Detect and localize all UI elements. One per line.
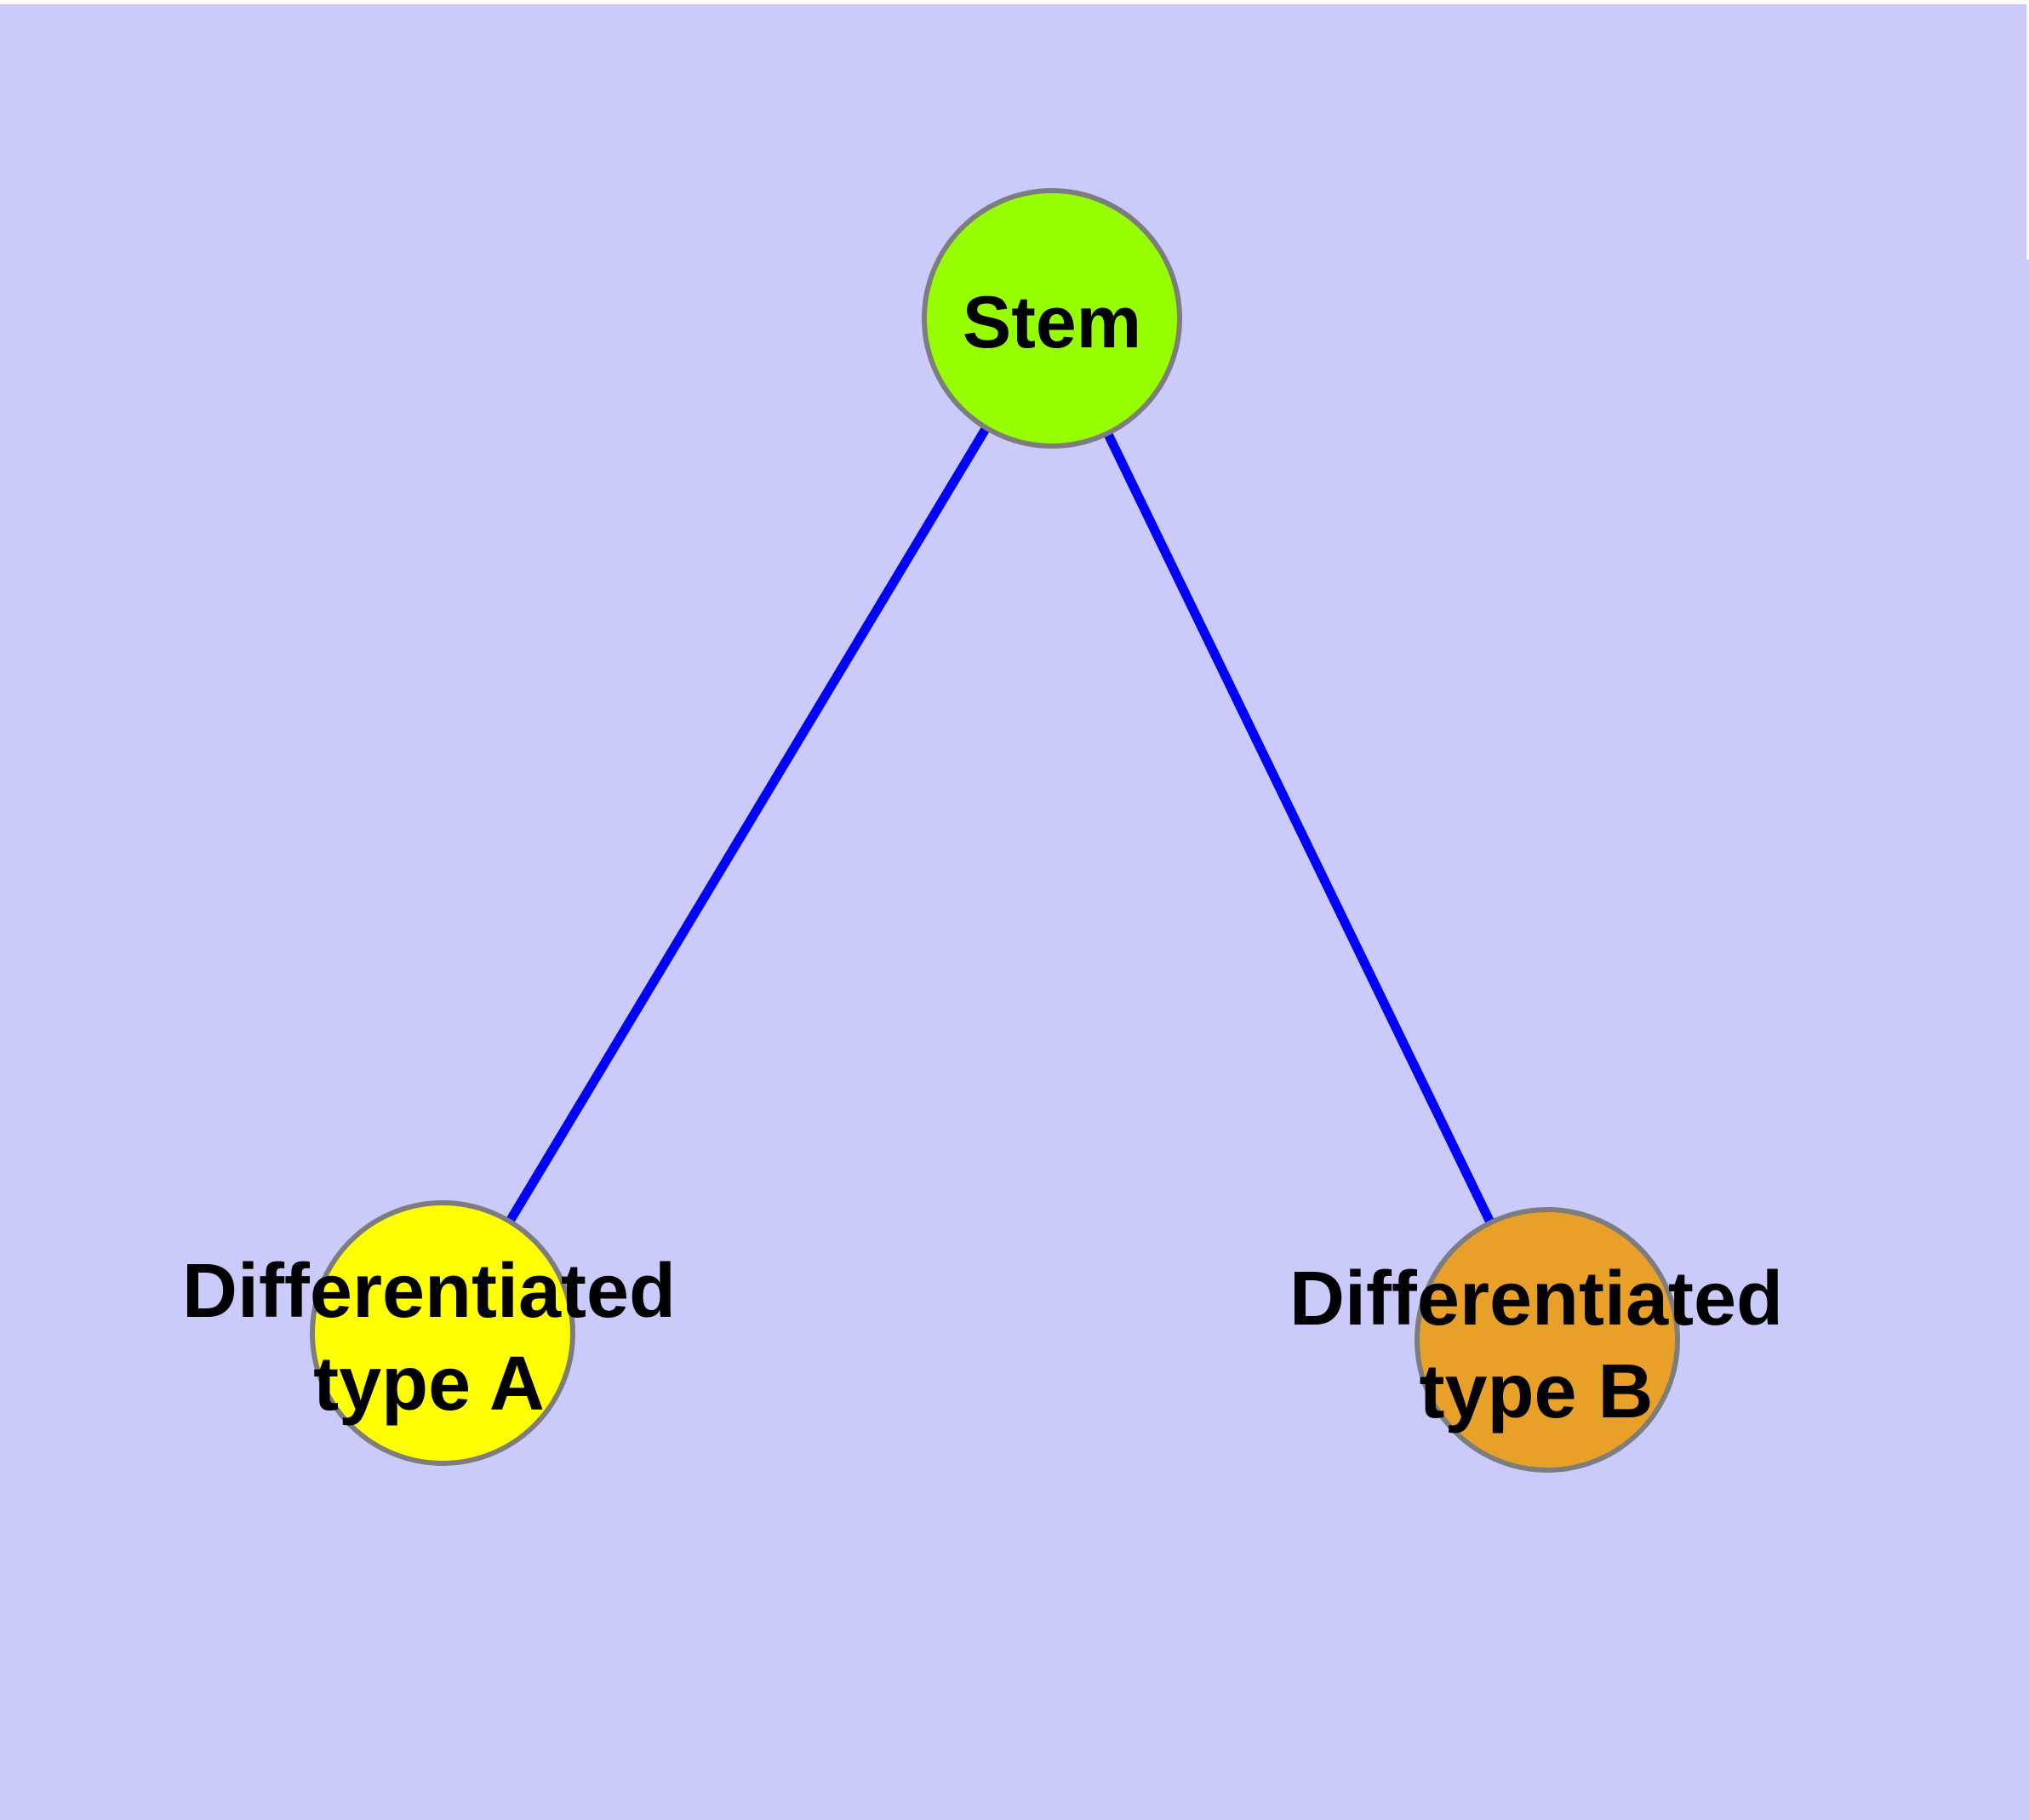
node-stem-circle bbox=[922, 188, 1182, 449]
window-edge-top bbox=[0, 0, 2029, 4]
node-stem: Stem bbox=[922, 188, 1182, 449]
node-type-b: Differentiated type B bbox=[1289, 1207, 1783, 1473]
window-edge-right bbox=[2026, 0, 2029, 260]
node-type-a: Differentiated type A bbox=[182, 1200, 676, 1466]
node-type-b-label-line1: Differentiated bbox=[1289, 1256, 1783, 1342]
edge-stem-to-type-b bbox=[1048, 316, 1552, 1342]
node-type-a-circle bbox=[310, 1200, 575, 1466]
edge-stem-to-type-a bbox=[438, 316, 1056, 1336]
node-stem-label: Stem bbox=[963, 282, 1141, 363]
node-type-a-label-line1: Differentiated bbox=[182, 1249, 676, 1334]
node-type-b-circle bbox=[1415, 1207, 1680, 1473]
node-type-a-label-line2: type A bbox=[313, 1342, 545, 1427]
plot-background-lower bbox=[0, 260, 2029, 1820]
node-type-b-label-line2: type B bbox=[1419, 1349, 1653, 1434]
